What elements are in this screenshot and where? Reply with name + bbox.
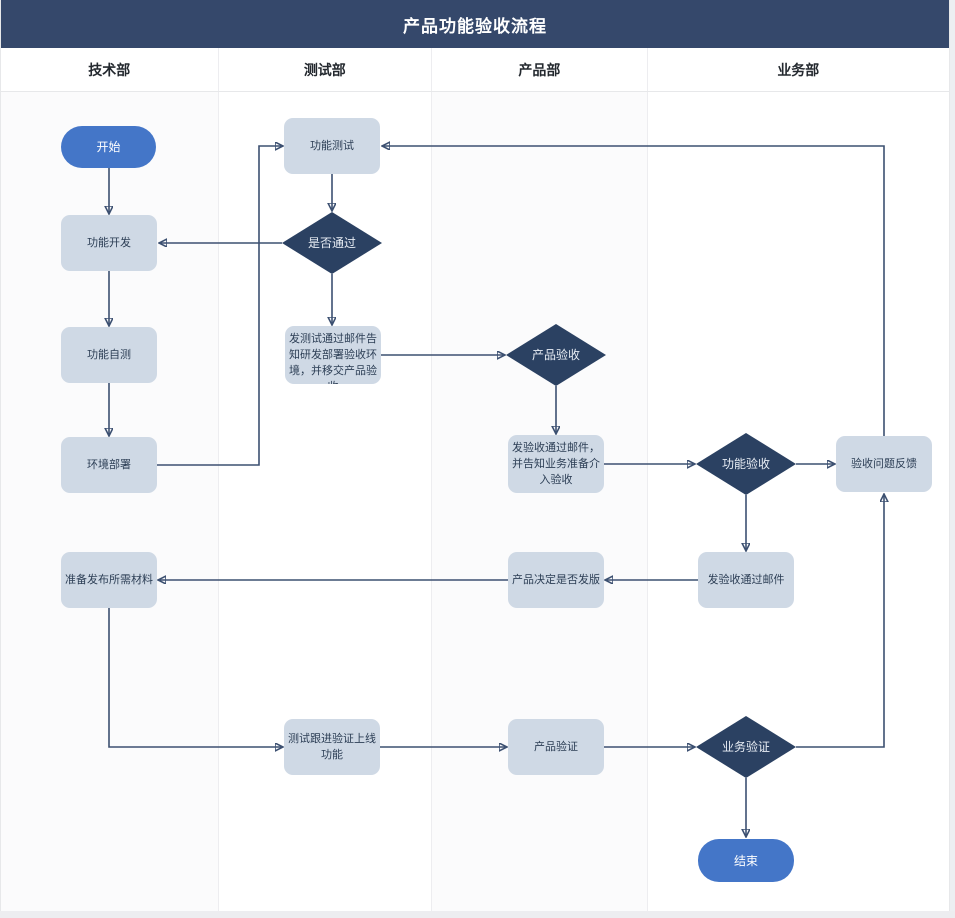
node-notify-deploy-email[interactable]: 发测试通过邮件告知研发部署验收环境，并移交产品验收 [285, 326, 381, 384]
node-function-development[interactable]: 功能开发 [61, 215, 157, 271]
node-function-selftest[interactable]: 功能自测 [61, 327, 157, 383]
lane-test [219, 92, 433, 911]
node-end[interactable]: 结束 [698, 839, 794, 882]
node-function-testing[interactable]: 功能测试 [284, 118, 380, 174]
lane-header-test: 测试部 [219, 48, 433, 91]
lane-header-tech: 技术部 [1, 48, 219, 91]
lane-header-row: 技术部 测试部 产品部 业务部 [1, 48, 949, 92]
node-notify-business-email[interactable]: 发验收通过邮件，并告知业务准备介入验收 [508, 435, 604, 493]
node-product-verification[interactable]: 产品验证 [508, 719, 604, 775]
node-acceptance-feedback[interactable]: 验收问题反馈 [836, 436, 932, 492]
page-bottom-margin [0, 911, 955, 918]
lane-business [648, 92, 949, 911]
diagram-title: 产品功能验收流程 [403, 16, 547, 36]
node-acceptance-pass-email[interactable]: 发验收通过邮件 [698, 552, 794, 608]
lane-header-product: 产品部 [432, 48, 648, 91]
lane-product [432, 92, 648, 911]
node-prepare-release-materials[interactable]: 准备发布所需材料 [61, 552, 157, 608]
node-start[interactable]: 开始 [61, 126, 156, 168]
node-release-decision[interactable]: 产品决定是否发版 [508, 552, 604, 608]
node-test-followup-verify[interactable]: 测试跟进验证上线功能 [284, 719, 380, 775]
diagram-title-bar: 产品功能验收流程 [1, 0, 949, 48]
lane-header-business: 业务部 [777, 61, 820, 78]
node-environment-deploy[interactable]: 环境部署 [61, 437, 157, 493]
